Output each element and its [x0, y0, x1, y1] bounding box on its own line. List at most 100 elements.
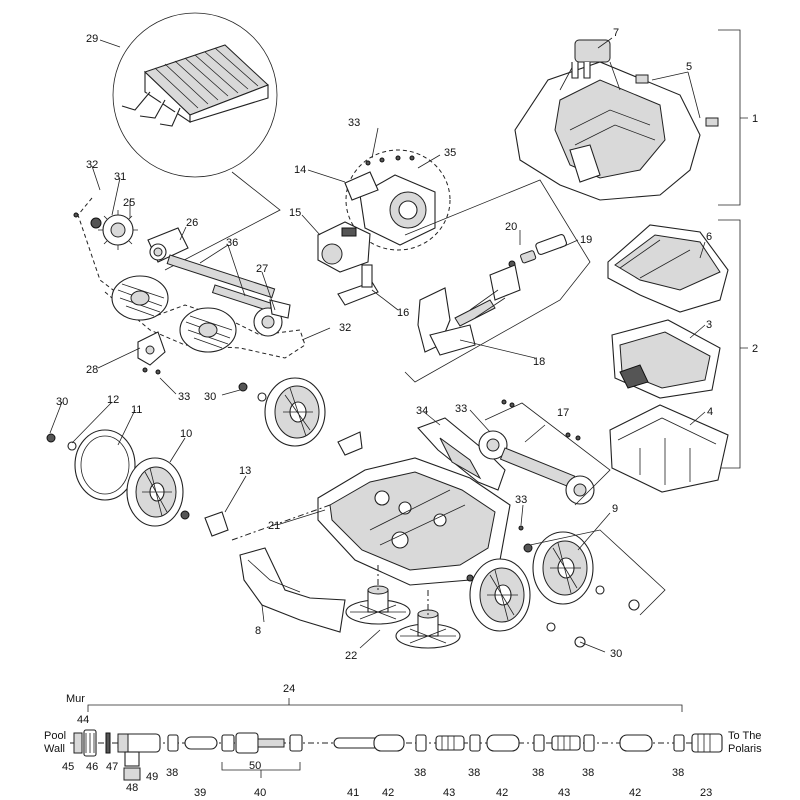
wheel-upper-left [264, 377, 326, 447]
label-12: 12 [107, 394, 119, 406]
axis-line-a [231, 504, 331, 541]
label-22: 22 [345, 650, 357, 662]
wall-fitting-45-46 [73, 729, 97, 757]
washer-12-top [257, 392, 267, 402]
filter-canister [611, 319, 721, 399]
drive-motor-15 [317, 221, 371, 273]
swivel-43-2 [551, 735, 581, 751]
label-24: 24 [283, 683, 295, 695]
float-42-3 [619, 734, 653, 752]
screw-33-chassis [518, 525, 524, 531]
hose-39 [184, 736, 218, 750]
label-39: 39 [194, 787, 206, 799]
cuff-38-5 [583, 734, 595, 752]
label-33a: 33 [348, 117, 360, 129]
label-38a: 38 [166, 767, 178, 779]
label-21: 21 [268, 520, 280, 532]
label-5: 5 [686, 61, 692, 73]
label-13: 13 [239, 465, 251, 477]
chassis-21 [317, 457, 511, 586]
washer-30-left [46, 433, 56, 443]
label-33d: 33 [515, 494, 527, 506]
washer-12-left [67, 441, 77, 451]
label-1: 1 [752, 113, 758, 125]
label-33c: 33 [455, 403, 467, 415]
label-45: 45 [62, 761, 74, 773]
valve-49-48 [117, 733, 161, 781]
label-11: 11 [131, 404, 142, 416]
label-29: 29 [86, 33, 98, 45]
label-38b: 38 [414, 767, 426, 779]
label-31: 31 [114, 171, 126, 183]
label-28: 28 [86, 364, 98, 376]
label-8: 8 [255, 625, 261, 637]
canopy [607, 224, 729, 313]
hose-bracket-40 [221, 762, 301, 778]
label-38f: 38 [672, 767, 684, 779]
label-30b: 30 [204, 391, 216, 403]
filter-basket [609, 404, 729, 493]
cuff-38-3 [469, 734, 481, 752]
label-35: 35 [444, 147, 456, 159]
drive-train-box [484, 402, 611, 506]
label-32a: 32 [86, 159, 98, 171]
washer-31 [90, 217, 102, 229]
label-48: 48 [126, 782, 138, 794]
float-42-1 [373, 734, 405, 752]
label-17: 17 [557, 407, 569, 419]
heat-sink-detail [121, 44, 269, 127]
label-46: 46 [86, 761, 98, 773]
label-42b: 42 [496, 787, 508, 799]
wheel-9-box [529, 529, 666, 616]
drive-train-17 [478, 399, 595, 505]
label-32b: 32 [339, 322, 351, 334]
hose-text: Mur Pool Wall To The Polaris [44, 693, 762, 755]
text-wall: Wall [44, 743, 65, 755]
text-pool: Pool [44, 730, 66, 742]
cuff-38-2 [415, 734, 427, 752]
label-16: 16 [397, 307, 409, 319]
hose-assembly-box [404, 179, 591, 383]
hose-bracket-18 [417, 264, 521, 356]
washer-30-top [238, 382, 248, 392]
text-polaris: Polaris [728, 743, 762, 755]
drive-gear-25 [98, 210, 138, 250]
bracket-2 [718, 219, 748, 469]
shaft-36 [166, 254, 276, 299]
float-42-2 [486, 734, 520, 752]
cuff-38-1 [167, 734, 179, 752]
leader-hose-40 [221, 732, 303, 754]
washer-right-d [546, 622, 556, 632]
impeller-22-b [395, 609, 461, 649]
washer-left-2 [180, 510, 190, 520]
bracket-chassis [337, 431, 363, 456]
label-27: 27 [256, 263, 268, 275]
label-19: 19 [580, 234, 592, 246]
part-labels: 1 2 3 4 5 6 7 8 9 10 11 12 13 14 15 16 1… [56, 27, 758, 799]
label-40: 40 [254, 787, 266, 799]
label-42c: 42 [629, 787, 641, 799]
label-44: 44 [77, 714, 89, 726]
screw-32 [73, 212, 79, 218]
label-30a: 30 [56, 396, 68, 408]
hose-41 [333, 737, 381, 749]
motor-dash-outline [345, 149, 451, 251]
hose-bracket-24 [87, 698, 683, 712]
label-43b: 43 [558, 787, 570, 799]
label-38c: 38 [468, 767, 480, 779]
text-to-the: To The [728, 730, 761, 742]
text-mur: Mur [66, 693, 85, 705]
label-3: 3 [706, 319, 712, 331]
label-2: 2 [752, 343, 758, 355]
wheel-9-front [469, 558, 531, 632]
label-36: 36 [226, 237, 238, 249]
detail-circle-29 [112, 12, 278, 178]
bracket-28 [137, 331, 166, 375]
label-6: 6 [706, 231, 712, 243]
label-25: 25 [123, 197, 135, 209]
washer-right-b [466, 574, 474, 582]
label-50: 50 [249, 760, 261, 772]
label-38d: 38 [532, 767, 544, 779]
washer-right-c [595, 585, 605, 595]
